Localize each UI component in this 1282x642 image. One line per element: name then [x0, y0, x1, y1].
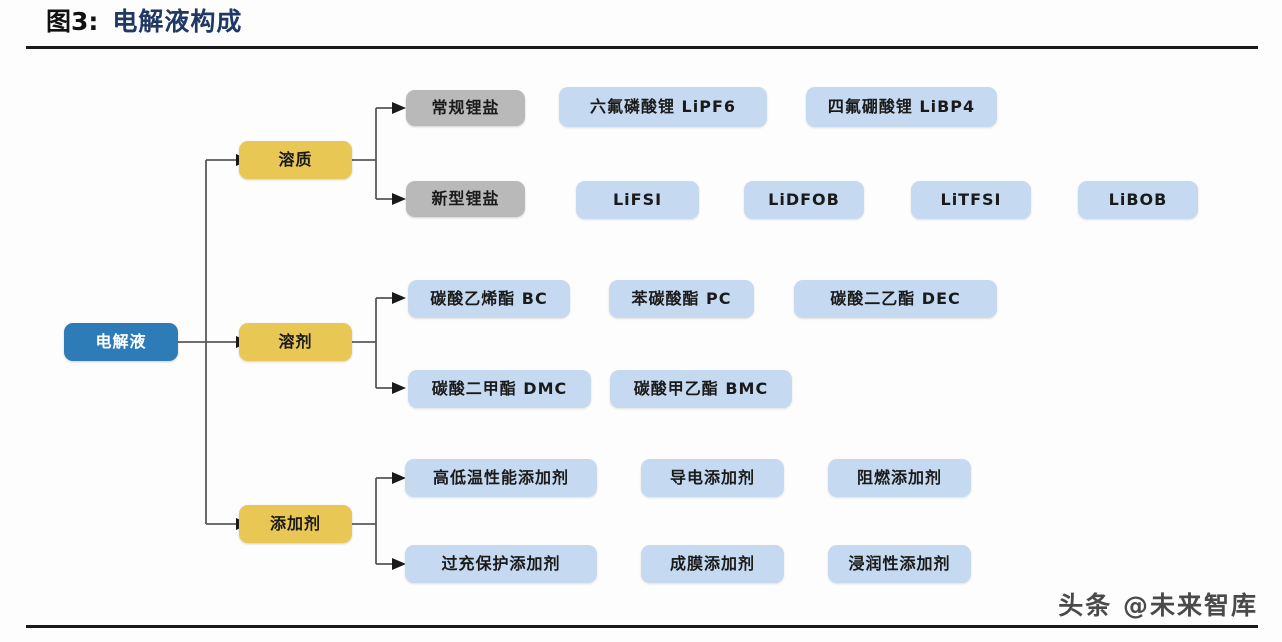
node-label: LiDFOB: [768, 190, 840, 209]
node-label: 碳酸二乙酯 DEC: [830, 289, 961, 308]
node-leaf-film-forming-additive[interactable]: 成膜添加剂: [641, 545, 784, 583]
node-category-solvent[interactable]: 溶剂: [239, 323, 352, 361]
node-leaf-bmc[interactable]: 碳酸甲乙酯 BMC: [610, 370, 792, 408]
node-leaf-pc[interactable]: 苯碳酸酯 PC: [609, 280, 754, 318]
node-leaf-overcharge-additive[interactable]: 过充保护添加剂: [405, 545, 597, 583]
node-label: LiTFSI: [940, 190, 1002, 209]
node-label: 高低温性能添加剂: [432, 468, 569, 487]
node-label: 四氟硼酸锂 LiBP4: [827, 97, 976, 116]
node-label: 溶剂: [278, 332, 313, 351]
node-label: 苯碳酸酯 PC: [631, 289, 732, 308]
node-leaf-flame-retardant-additive[interactable]: 阻燃添加剂: [828, 459, 971, 497]
node-label: 浸润性添加剂: [848, 554, 951, 573]
node-label: 添加剂: [269, 514, 321, 533]
node-root-electrolyte[interactable]: 电解液: [64, 323, 178, 361]
node-label: LiFSI: [612, 190, 663, 209]
node-label: 成膜添加剂: [669, 554, 755, 573]
node-label: 碳酸甲乙酯 BMC: [633, 379, 769, 398]
watermark: 头条 @未来智库: [1058, 591, 1258, 620]
node-leaf-bc[interactable]: 碳酸乙烯酯 BC: [408, 280, 570, 318]
bottom-divider: [26, 625, 1258, 628]
node-leaf-lipf6[interactable]: 六氟磷酸锂 LiPF6: [559, 87, 767, 127]
node-category-additive[interactable]: 添加剂: [239, 505, 352, 543]
node-leaf-lifsi[interactable]: LiFSI: [576, 181, 699, 219]
node-label: 导电添加剂: [669, 468, 755, 487]
node-subcategory-new-salt[interactable]: 新型锂盐: [406, 181, 525, 217]
node-label: 常规锂盐: [431, 98, 500, 117]
node-label: 六氟磷酸锂 LiPF6: [589, 97, 737, 116]
node-leaf-litfsi[interactable]: LiTFSI: [911, 181, 1031, 219]
node-leaf-dec[interactable]: 碳酸二乙酯 DEC: [794, 280, 997, 318]
node-label: 阻燃添加剂: [856, 468, 942, 487]
top-divider: [26, 46, 1258, 49]
node-label: 溶质: [278, 150, 313, 169]
node-label: 碳酸乙烯酯 BC: [430, 289, 548, 308]
figure-title-text: 电解液构成: [112, 7, 243, 36]
node-leaf-libob[interactable]: LiBOB: [1078, 181, 1198, 219]
node-label: 碳酸二甲酯 DMC: [431, 379, 568, 398]
node-category-solute[interactable]: 溶质: [239, 141, 352, 179]
node-leaf-lidfob[interactable]: LiDFOB: [744, 181, 864, 219]
page-title: 图3: 电解液构成: [46, 2, 242, 38]
node-leaf-temperature-additive[interactable]: 高低温性能添加剂: [405, 459, 597, 497]
node-leaf-dmc[interactable]: 碳酸二甲酯 DMC: [408, 370, 591, 408]
node-label: 电解液: [95, 332, 147, 351]
node-leaf-wetting-additive[interactable]: 浸润性添加剂: [828, 545, 971, 583]
figure-index: 图3:: [46, 7, 99, 36]
node-subcategory-conventional-salt[interactable]: 常规锂盐: [406, 90, 525, 126]
node-leaf-libp4[interactable]: 四氟硼酸锂 LiBP4: [806, 87, 997, 127]
node-label: LiBOB: [1108, 190, 1168, 209]
node-label: 过充保护添加剂: [441, 554, 561, 573]
node-label: 新型锂盐: [431, 189, 500, 208]
node-leaf-conductive-additive[interactable]: 导电添加剂: [641, 459, 784, 497]
